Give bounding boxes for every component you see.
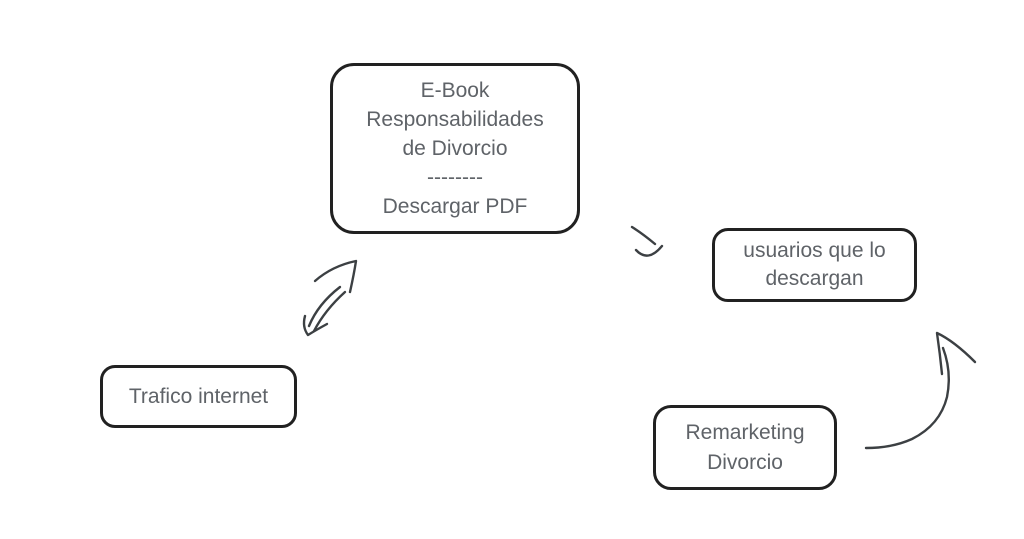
node-text-line: Divorcio bbox=[707, 450, 783, 474]
connector-trafico-ebook-double-arrow[interactable] bbox=[302, 259, 358, 337]
node-text-line: usuarios que lo bbox=[743, 239, 886, 262]
node-text-divider: -------- bbox=[427, 166, 483, 189]
node-text-line: Responsabilidades bbox=[366, 108, 544, 131]
arrowhead-icon bbox=[634, 244, 664, 257]
shape-usuarios-que-lo-descargan[interactable]: usuarios que lo descargan bbox=[712, 228, 917, 302]
arrowhead-down-icon bbox=[302, 314, 329, 337]
arrowhead-icon bbox=[935, 331, 977, 376]
arrow-shaft-stroke bbox=[307, 285, 342, 328]
connector-ebook-usuarios-arrow[interactable] bbox=[630, 225, 664, 257]
arrowhead-up-icon bbox=[313, 259, 358, 294]
node-text-line: Descargar PDF bbox=[382, 195, 528, 218]
shape-ebook-descargar-pdf[interactable]: E-Book Responsabilidades de Divorcio ---… bbox=[330, 63, 580, 234]
arrow-stroke bbox=[630, 225, 657, 246]
shape-trafico-internet[interactable]: Trafico internet bbox=[100, 365, 297, 428]
node-text-line: E-Book bbox=[420, 79, 490, 102]
node-text-line: Remarketing bbox=[685, 420, 805, 444]
connector-remarketing-usuarios-arrow[interactable] bbox=[864, 331, 977, 450]
node-text-line: descargan bbox=[765, 267, 864, 290]
shape-remarketing-divorcio[interactable]: Remarketing Divorcio bbox=[653, 405, 837, 490]
node-text-line: Trafico internet bbox=[128, 384, 269, 408]
arrow-shaft-stroke bbox=[312, 290, 347, 333]
node-text-line: de Divorcio bbox=[402, 137, 508, 160]
arrow-shaft-stroke bbox=[864, 346, 950, 450]
